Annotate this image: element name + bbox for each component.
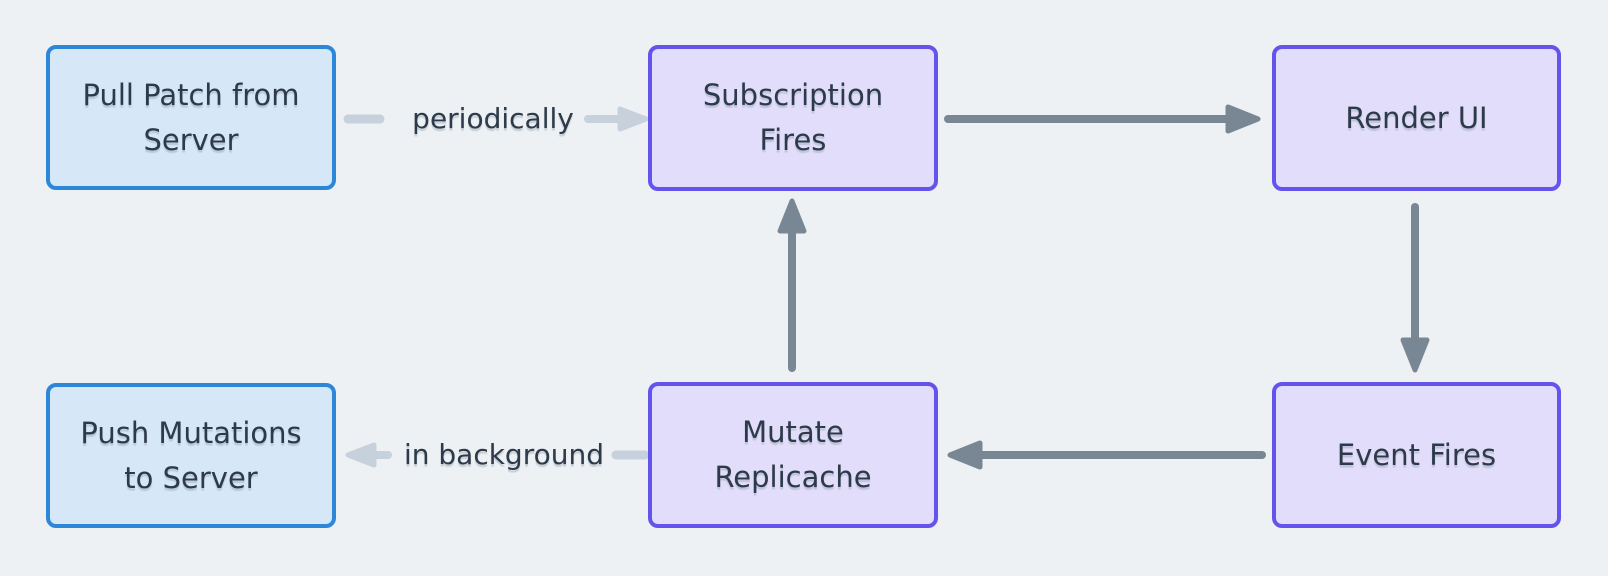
node-render-ui: Render UI	[1272, 45, 1561, 191]
node-event-fires: Event Fires	[1272, 382, 1561, 528]
node-push-mutations-to-server: Push Mutations to Server	[46, 383, 336, 528]
node-subscription-fires: Subscription Fires	[648, 45, 938, 191]
edge-label-in-background: in background	[403, 438, 605, 471]
node-mutate-replicache: Mutate Replicache	[648, 382, 938, 528]
node-pull-patch-from-server: Pull Patch from Server	[46, 45, 336, 190]
edge-label-periodically: periodically	[412, 102, 574, 135]
